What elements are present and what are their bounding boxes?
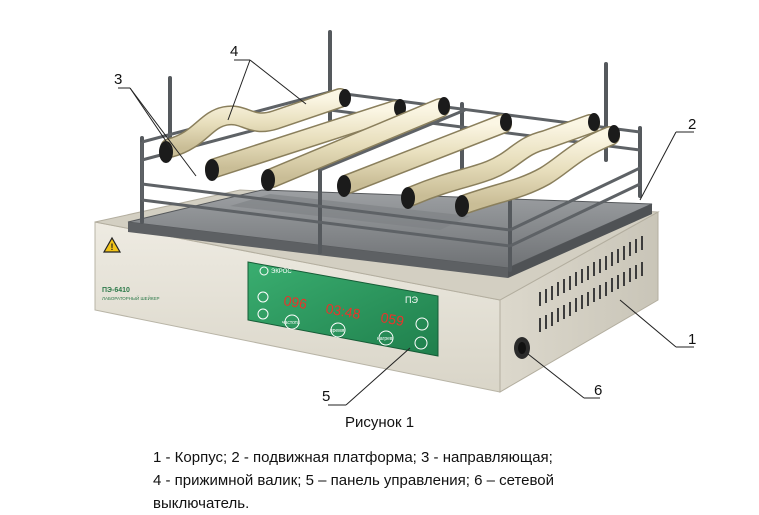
display-time: 03:48 — [324, 300, 361, 322]
down-button[interactable] — [257, 308, 269, 320]
brand-mark: ПЭ — [405, 295, 418, 305]
heat-button[interactable] — [378, 330, 394, 346]
roller-2 — [205, 99, 406, 181]
warning-icon: ! — [102, 236, 122, 253]
shaker-figure: ! ПЭ-6410 ЛАБОРАТОРНЫЙ ШЕЙКЕР ЭКРОС ПЭ 0… — [94, 30, 697, 406]
pressure-rollers — [159, 88, 620, 217]
shaker-illustration: ! ПЭ-6410 ЛАБОРАТОРНЫЙ ШЕЙКЕР ЭКРОС ПЭ 0… — [94, 30, 694, 406]
power-button[interactable] — [415, 317, 429, 331]
legend-line-1: 1 - Корпус; 2 - подвижная платформа; 3 -… — [153, 449, 553, 466]
callout-3: 3 — [114, 71, 123, 88]
svg-text:!: ! — [111, 242, 114, 252]
callout-5: 5 — [322, 388, 331, 405]
power-switch[interactable] — [514, 337, 530, 359]
callout-6: 6 — [594, 382, 603, 399]
frequency-button-label: частота — [282, 320, 300, 326]
logo-text: ЭКРОС — [271, 269, 292, 275]
roller-6 — [455, 125, 620, 217]
time-button-label: время — [330, 328, 345, 334]
up-button[interactable] — [257, 291, 269, 303]
frequency-button[interactable] — [284, 314, 300, 330]
heat-button-label: нагрев — [377, 336, 393, 342]
display-frequency: 096 — [282, 292, 308, 312]
start-button[interactable] — [414, 336, 428, 350]
legend-line-3: выключатель. — [153, 495, 250, 512]
time-button[interactable] — [330, 322, 346, 338]
roller-3 — [261, 97, 450, 191]
roller-5 — [401, 113, 600, 209]
legend-line-2: 4 - прижимной валик; 5 – панель управлен… — [153, 472, 555, 489]
leader-lines — [118, 59, 694, 406]
callout-1: 1 — [688, 331, 697, 348]
display-temperature: 059 — [379, 309, 405, 329]
control-panel: ЭКРОС ПЭ 096 03:48 059 частота время наг… — [247, 261, 439, 357]
model-sublabel: ЛАБОРАТОРНЫЙ ШЕЙКЕР — [102, 294, 159, 301]
callout-2: 2 — [688, 116, 697, 133]
model-label: ПЭ-6410 — [102, 287, 130, 294]
figure-caption: Рисунок 1 — [344, 414, 415, 431]
figure-legend: 1 - Корпус; 2 - подвижная платформа; 3 -… — [153, 446, 623, 515]
callout-4: 4 — [230, 43, 239, 60]
roller-4 — [337, 113, 512, 197]
